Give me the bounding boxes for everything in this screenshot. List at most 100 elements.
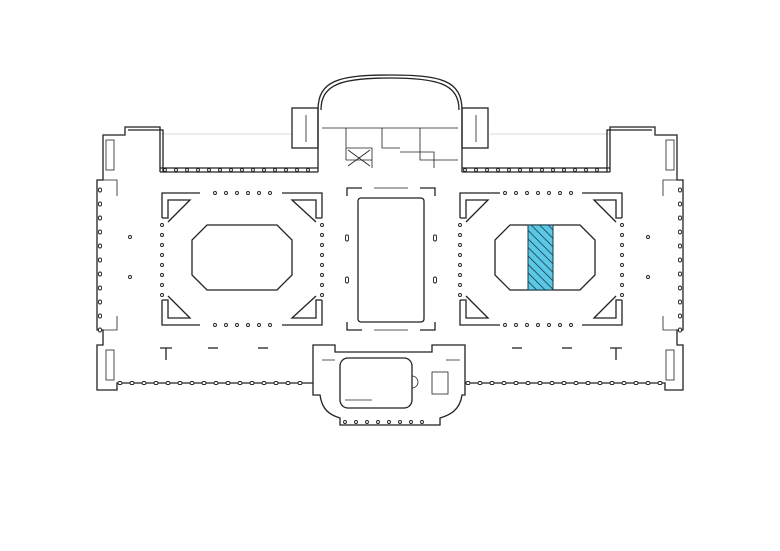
column: [251, 168, 255, 172]
column: [458, 263, 462, 267]
court-frames: [161, 187, 623, 331]
column: [354, 420, 358, 424]
column: [117, 381, 123, 385]
column: [320, 263, 324, 267]
column: [98, 201, 102, 207]
column: [98, 243, 102, 249]
highlighted-zone[interactable]: [527, 224, 554, 291]
column: [458, 223, 462, 227]
column: [273, 168, 277, 172]
colonnades: [98, 168, 682, 424]
column: [98, 271, 102, 277]
column: [246, 323, 250, 327]
column: [128, 235, 132, 239]
column: [387, 420, 391, 424]
column: [128, 275, 132, 279]
column: [153, 381, 159, 385]
column: [249, 381, 255, 385]
column: [160, 243, 164, 247]
column: [645, 381, 651, 385]
column: [525, 323, 529, 327]
column: [620, 253, 624, 257]
column: [141, 381, 147, 385]
column: [597, 381, 603, 385]
column: [343, 420, 347, 424]
column: [98, 299, 102, 305]
column: [678, 257, 682, 263]
column: [547, 191, 551, 195]
column: [561, 381, 567, 385]
column: [160, 293, 164, 297]
column: [160, 223, 164, 227]
column: [237, 381, 243, 385]
column: [678, 187, 682, 193]
column: [320, 283, 324, 287]
column: [678, 215, 682, 221]
column: [295, 168, 299, 172]
column: [458, 283, 462, 287]
column: [536, 323, 540, 327]
column: [163, 168, 167, 172]
column: [365, 420, 369, 424]
column: [558, 323, 562, 327]
column: [529, 168, 533, 172]
column: [285, 381, 291, 385]
column: [678, 229, 682, 235]
column: [177, 381, 183, 385]
column: [268, 191, 272, 195]
column: [518, 168, 522, 172]
column: [297, 381, 303, 385]
column: [514, 191, 518, 195]
column: [503, 191, 507, 195]
column: [98, 285, 102, 291]
column: [525, 381, 531, 385]
column: [513, 381, 519, 385]
column: [549, 381, 555, 385]
courtyards: [191, 197, 596, 323]
column: [620, 273, 624, 277]
column: [458, 243, 462, 247]
column: [569, 323, 573, 327]
column: [573, 168, 577, 172]
column: [213, 323, 217, 327]
column: [196, 168, 200, 172]
column: [345, 234, 349, 242]
column: [657, 381, 663, 385]
column: [98, 229, 102, 235]
column: [229, 168, 233, 172]
column: [458, 273, 462, 277]
column: [213, 381, 219, 385]
column: [268, 323, 272, 327]
column: [284, 168, 288, 172]
column: [620, 243, 624, 247]
column: [235, 191, 239, 195]
column: [261, 381, 267, 385]
column: [320, 243, 324, 247]
column: [458, 233, 462, 237]
column: [540, 168, 544, 172]
column: [433, 276, 437, 284]
east-courtyard: [494, 224, 596, 291]
gallery-piers: [160, 347, 622, 360]
column: [345, 276, 349, 284]
column: [558, 191, 562, 195]
column: [98, 215, 102, 221]
column: [160, 273, 164, 277]
column: [257, 191, 261, 195]
column: [189, 381, 195, 385]
column: [320, 233, 324, 237]
column: [620, 233, 624, 237]
column: [398, 420, 402, 424]
column: [98, 313, 102, 319]
column: [609, 381, 615, 385]
column: [562, 168, 566, 172]
column: [507, 168, 511, 172]
column: [465, 381, 471, 385]
column: [224, 191, 228, 195]
column: [503, 323, 507, 327]
central-court: [357, 197, 425, 323]
column: [646, 235, 650, 239]
column: [678, 327, 682, 333]
column: [477, 381, 483, 385]
